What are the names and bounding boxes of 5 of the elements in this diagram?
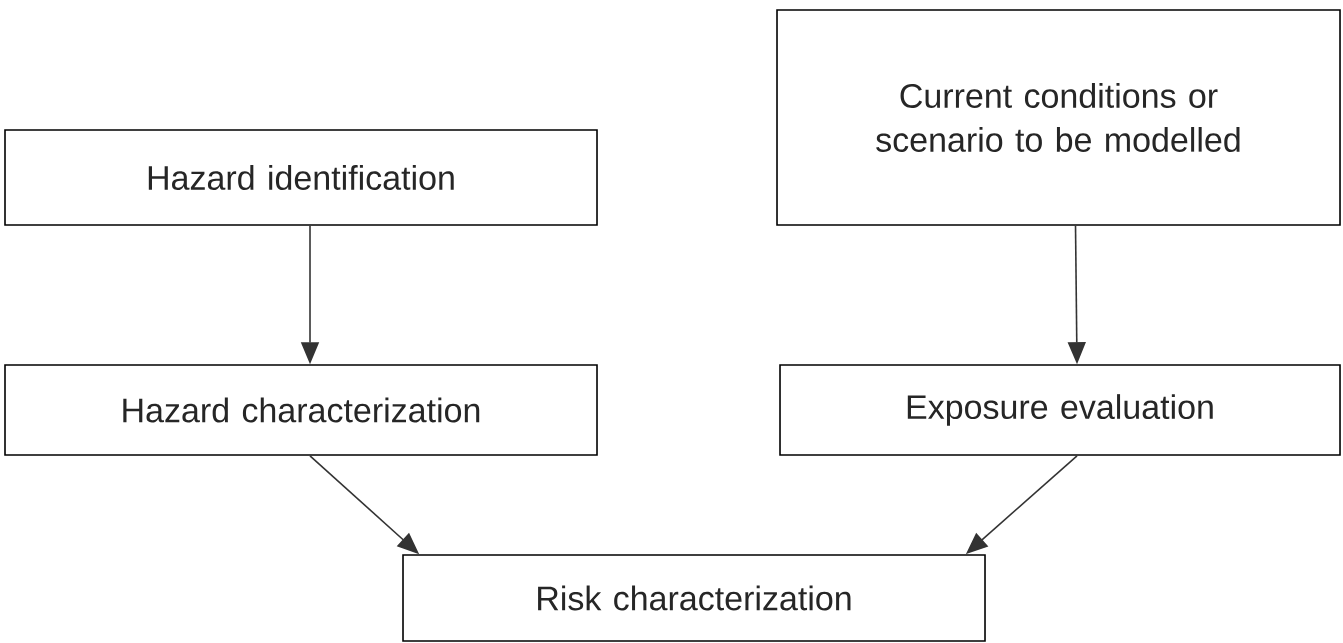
process-box: Exposure evaluation: [779, 364, 1341, 456]
process-box: Current conditions or scenario to be modelled: [776, 9, 1341, 226]
process-box: Hazard identification: [4, 129, 598, 226]
process-box: Risk characterization: [402, 554, 986, 642]
process-box: Hazard characterization: [4, 364, 598, 456]
